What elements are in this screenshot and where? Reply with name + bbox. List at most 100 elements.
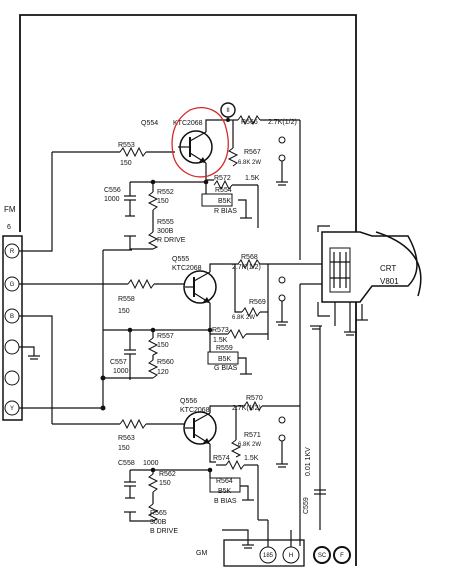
r562-value: 150 — [159, 480, 171, 487]
q555-transistor — [183, 270, 217, 304]
c557-ref: C557 — [110, 359, 127, 366]
r564-ref: R564 — [216, 478, 233, 485]
svg-text:185: 185 — [263, 553, 274, 559]
r565-ref: R565 — [150, 510, 167, 517]
r555-ref: R555 — [157, 219, 174, 226]
crt-label: CRT — [380, 264, 396, 273]
test-point-ii-label: II — [226, 108, 230, 114]
wiring-inputs — [19, 146, 185, 430]
c559-capacitor: C559 0.01 1KV — [303, 326, 326, 530]
q554-highlight-mark — [171, 107, 229, 178]
q556-ref: Q556 — [180, 398, 197, 405]
r553-ref: R553 — [118, 142, 135, 149]
r568-value: 2.7K(1/2) — [232, 264, 261, 271]
r563-value: 150 — [118, 445, 130, 452]
connector-fm-pin-count: 6 — [7, 224, 11, 231]
r573-value: 1.5K — [213, 337, 228, 344]
connector-fm-body — [2, 235, 23, 421]
r558-value: 150 — [118, 308, 130, 315]
q555-ref: Q555 — [172, 256, 189, 263]
r559-value: B5K — [218, 356, 232, 363]
r560-ref: R560 — [157, 359, 174, 366]
r554-value: B5K — [218, 198, 232, 205]
r574-value: 1.5K — [244, 455, 259, 462]
channel-green: Q555 KTC2068 R558 150 R568 2.7K(1/2) R56… — [103, 254, 330, 380]
r573-ref: R573 — [212, 327, 229, 334]
r571-value: 6.8K 2W — [238, 442, 261, 448]
connector-fm-pin-r: R — [4, 243, 20, 259]
connector-fm-pin-5 — [4, 370, 20, 386]
test-point-ii: II — [220, 102, 236, 122]
r563-ref: R563 — [118, 435, 135, 442]
r570-ref: R570 — [246, 395, 263, 402]
r571-ref: R571 — [244, 432, 261, 439]
r560-value: 120 — [157, 369, 169, 376]
q554-transistor — [178, 130, 213, 164]
connector-fm-title: FM — [4, 205, 16, 214]
q556-type: KTC2068 — [180, 407, 210, 414]
r565-role: B DRIVE — [150, 528, 178, 535]
connector-fm-pin-b: B — [4, 308, 20, 324]
c557-value: 1000 — [113, 368, 129, 375]
svg-text:B: B — [10, 314, 14, 320]
channel-blue: Q556 KTC2068 R563 150 R570 2.7K(1/2) R57… — [118, 283, 330, 535]
c559-value: 0.01 1KV — [305, 447, 312, 476]
c556-ref: C556 — [104, 187, 121, 194]
svg-text:H: H — [289, 553, 293, 559]
r559-role: G BIAS — [214, 365, 238, 372]
r557-value: 150 — [157, 342, 169, 349]
r569-value: 6.8K 2W — [232, 315, 255, 321]
r570-value: 2.7K(1/2) — [232, 405, 261, 412]
r572-ref: R572 — [214, 175, 231, 182]
q555-type: KTC2068 — [172, 265, 202, 272]
c556-value: 1000 — [104, 196, 120, 203]
r552-value: 150 — [157, 198, 169, 205]
r567-value: 6.8K 2W — [238, 160, 261, 166]
r564-role: B BIAS — [214, 498, 237, 505]
r552-ref: R552 — [157, 189, 174, 196]
q554-type: KTC2068 — [173, 120, 203, 127]
c558-ref: C558 — [118, 460, 135, 467]
r557-ref: R557 — [157, 333, 174, 340]
connector-fm: FM 6 R G B Y — [2, 205, 40, 421]
r569-ref: R569 — [249, 299, 266, 306]
svg-text:SC: SC — [318, 553, 327, 559]
r574-ref: R574 — [213, 455, 230, 462]
r572-value: 1.5K — [245, 175, 260, 182]
r564-value: B5K — [218, 488, 232, 495]
svg-text:F: F — [340, 553, 344, 559]
r567-ref: R567 — [244, 149, 261, 156]
crt-tube: CRT V801 — [310, 225, 422, 336]
svg-text:G: G — [10, 282, 15, 288]
r555-value: 300B — [157, 228, 174, 235]
connector-gm-title: GM — [196, 550, 207, 557]
connector-gm: GM 1 3 185 H SC F — [196, 406, 351, 567]
svg-text:R: R — [10, 249, 15, 255]
r558-ref: R558 — [118, 296, 135, 303]
connector-fm-pin-4 — [4, 339, 20, 355]
connector-gm-pin-185: 185 — [259, 546, 277, 564]
connector-gm-pin-sc: SC — [313, 546, 331, 564]
channel-red: Q554 KTC2068 R553 150 R566 2.7K(1/2) R56… — [104, 114, 301, 260]
q554-ref: Q554 — [141, 120, 158, 127]
svg-text:Y: Y — [10, 406, 14, 412]
r566-value: 2.7K(1/2) — [268, 119, 297, 126]
connector-fm-pin-g: G — [4, 276, 20, 292]
c558-value: 1000 — [143, 460, 159, 467]
r562-ref: R562 — [159, 471, 176, 478]
r565-value: 300B — [150, 519, 167, 526]
connector-gm-pin-f: F — [333, 546, 351, 564]
board-outline — [19, 14, 357, 566]
r553-value: 150 — [120, 160, 132, 167]
r554-ref: R554 — [215, 187, 232, 194]
connector-gm-pin-h: H — [282, 546, 300, 564]
c559-ref: C559 — [303, 497, 310, 514]
r568-ref: R568 — [241, 254, 258, 261]
r554-role: R BIAS — [214, 208, 237, 215]
r555-role: R DRIVE — [157, 237, 186, 244]
q556-transistor — [183, 411, 217, 445]
connector-fm-pin-y: Y — [4, 400, 20, 416]
r566-ref: R566 — [241, 119, 258, 126]
crt-ref: V801 — [380, 277, 399, 286]
